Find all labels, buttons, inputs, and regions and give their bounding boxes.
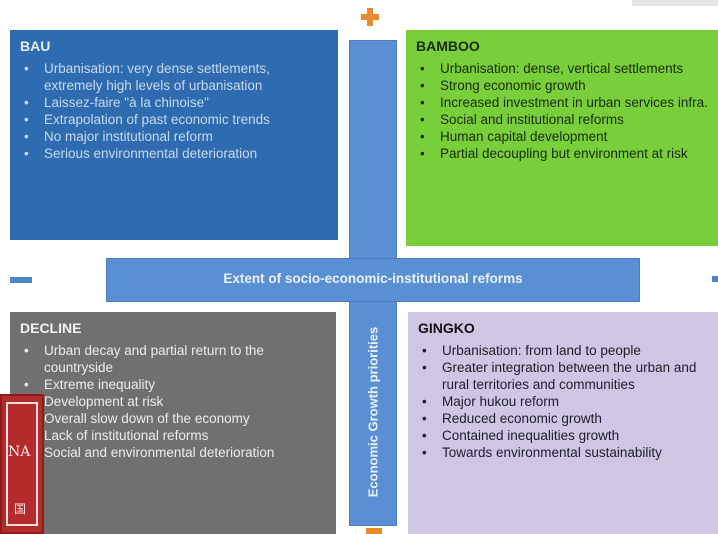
bullet-icon: • <box>422 343 427 358</box>
bullet-icon: • <box>420 78 425 93</box>
bullet-icon: • <box>422 411 427 426</box>
list-item: • Strong economic growth <box>416 77 708 94</box>
horizontal-axis-label: Extent of socio-economic-institutional r… <box>223 271 523 286</box>
quadrant-bamboo-list: • Urbanisation: dense, vertical settlemen… <box>416 60 708 162</box>
quadrant-bau-title: BAU <box>20 38 51 54</box>
quadrant-bau-list: • Urbanisation: very dense settlements, e… <box>20 60 328 162</box>
list-item-text: Lack of institutional reforms <box>44 428 209 443</box>
list-item: • Social and institutional reforms <box>416 111 708 128</box>
minus-icon <box>10 277 32 283</box>
list-item: •Lack of institutional reforms <box>20 427 326 444</box>
list-item-text: Urbanisation: from land to people <box>442 343 641 358</box>
list-item: •Development at risk <box>20 393 326 410</box>
list-item: •Social and environmental deterioration <box>20 444 326 461</box>
list-item: • Towards environmental sustainability <box>418 444 708 461</box>
list-item-text: Reduced economic growth <box>442 411 602 426</box>
list-item: • Extreme inequality <box>20 376 326 393</box>
top-right-mark <box>632 0 718 6</box>
list-item-text: No major institutional reform <box>44 129 213 144</box>
bullet-icon: • <box>422 360 427 375</box>
quadrant-decline: DECLINE • Urban decay and partial return … <box>10 312 336 534</box>
list-item: • Urbanisation: from land to people <box>418 342 708 359</box>
bullet-icon: • <box>24 61 29 76</box>
list-item-text: Social and environmental deterioration <box>44 445 275 460</box>
list-item: • Contained inequalities growth <box>418 427 708 444</box>
list-item: • Major hukou reform <box>418 393 708 410</box>
bullet-icon: • <box>24 129 29 144</box>
list-item-text: Major hukou reform <box>442 394 560 409</box>
bullet-icon: • <box>420 129 425 144</box>
list-item: • Increased investment in urban services … <box>416 94 708 111</box>
list-item-text: Greater integration between the urban an… <box>442 360 697 392</box>
list-item: • Urbanisation: very dense settlements, e… <box>20 60 328 94</box>
bullet-icon: • <box>24 146 29 161</box>
quadrant-bamboo-title: BAMBOO <box>416 38 480 54</box>
bullet-icon: • <box>422 428 427 443</box>
bullet-icon: • <box>420 95 425 110</box>
list-item-text: Human capital development <box>440 129 608 144</box>
list-item: • Urban decay and partial return to the c… <box>20 342 326 376</box>
bullet-icon: • <box>24 112 29 127</box>
list-item-text: Urbanisation: very dense settlements, ex… <box>44 61 270 93</box>
list-item: • Greater integration between the urban a… <box>418 359 708 393</box>
list-item-text: Urban decay and partial return to the co… <box>44 343 264 375</box>
list-item: • Serious environmental deterioration <box>20 145 328 162</box>
bullet-icon: • <box>420 146 425 161</box>
list-item: • Laissez-faire "à la chinoise" <box>20 94 328 111</box>
list-item-text: Towards environmental sustainability <box>442 445 662 460</box>
list-item-text: Social and institutional reforms <box>440 112 624 127</box>
vertical-axis-label: Economic Growth priorities <box>365 326 381 498</box>
quadrant-gingko-list: • Urbanisation: from land to people • Grea… <box>418 342 708 461</box>
bullet-icon: • <box>420 61 425 76</box>
list-item: • Urbanisation: dense, vertical settlemen… <box>416 60 708 77</box>
stamp-han: 国 <box>14 502 27 516</box>
list-item-text: Extreme inequality <box>44 377 156 392</box>
bottom-axis-mark <box>366 528 382 534</box>
bullet-icon: • <box>422 445 427 460</box>
quadrant-gingko: GINGKO • Urbanisation: from land to peopl… <box>408 312 718 534</box>
bullet-icon: • <box>420 112 425 127</box>
list-item-text: Partial decoupling but environment at ri… <box>440 146 688 161</box>
bullet-icon: • <box>24 343 29 358</box>
list-item-text: Increased investment in urban services i… <box>440 95 708 110</box>
quadrant-bamboo: BAMBOO • Urbanisation: dense, vertical se… <box>406 30 718 246</box>
list-item: • Human capital development <box>416 128 708 145</box>
list-item-text: Extrapolation of past economic trends <box>44 112 270 127</box>
list-item-text: Serious environmental deterioration <box>44 146 258 161</box>
list-item: • Partial decoupling but environment at r… <box>416 145 708 162</box>
list-item-text: Urbanisation: dense, vertical settlement… <box>440 61 684 76</box>
bullet-icon: • <box>24 95 29 110</box>
list-item-text: Contained inequalities growth <box>442 428 620 443</box>
list-item: • Extrapolation of past economic trends <box>20 111 328 128</box>
list-item: • No major institutional reform <box>20 128 328 145</box>
list-item-text: Overall slow down of the economy <box>44 411 250 426</box>
red-seal-stamp: NA 国 <box>0 394 44 534</box>
list-item: •Overall slow down of the economy <box>20 410 326 427</box>
plus-icon <box>361 8 379 26</box>
bullet-icon: • <box>24 377 29 392</box>
list-item: • Reduced economic growth <box>418 410 708 427</box>
bullet-icon: • <box>422 394 427 409</box>
horizontal-axis-bar: Extent of socio-economic-institutional r… <box>106 258 640 302</box>
list-item-text: Strong economic growth <box>440 78 586 93</box>
right-axis-mark <box>712 276 718 282</box>
quadrant-decline-title: DECLINE <box>20 320 82 336</box>
stamp-border <box>6 402 38 526</box>
quadrant-decline-list: • Urban decay and partial return to the c… <box>20 342 326 461</box>
list-item-text: Development at risk <box>44 394 164 409</box>
quadrant-bau: BAU • Urbanisation: very dense settlement… <box>10 30 338 240</box>
quadrant-gingko-title: GINGKO <box>418 320 475 336</box>
list-item-text: Laissez-faire "à la chinoise" <box>44 95 209 110</box>
stamp-text: NA <box>8 444 31 460</box>
